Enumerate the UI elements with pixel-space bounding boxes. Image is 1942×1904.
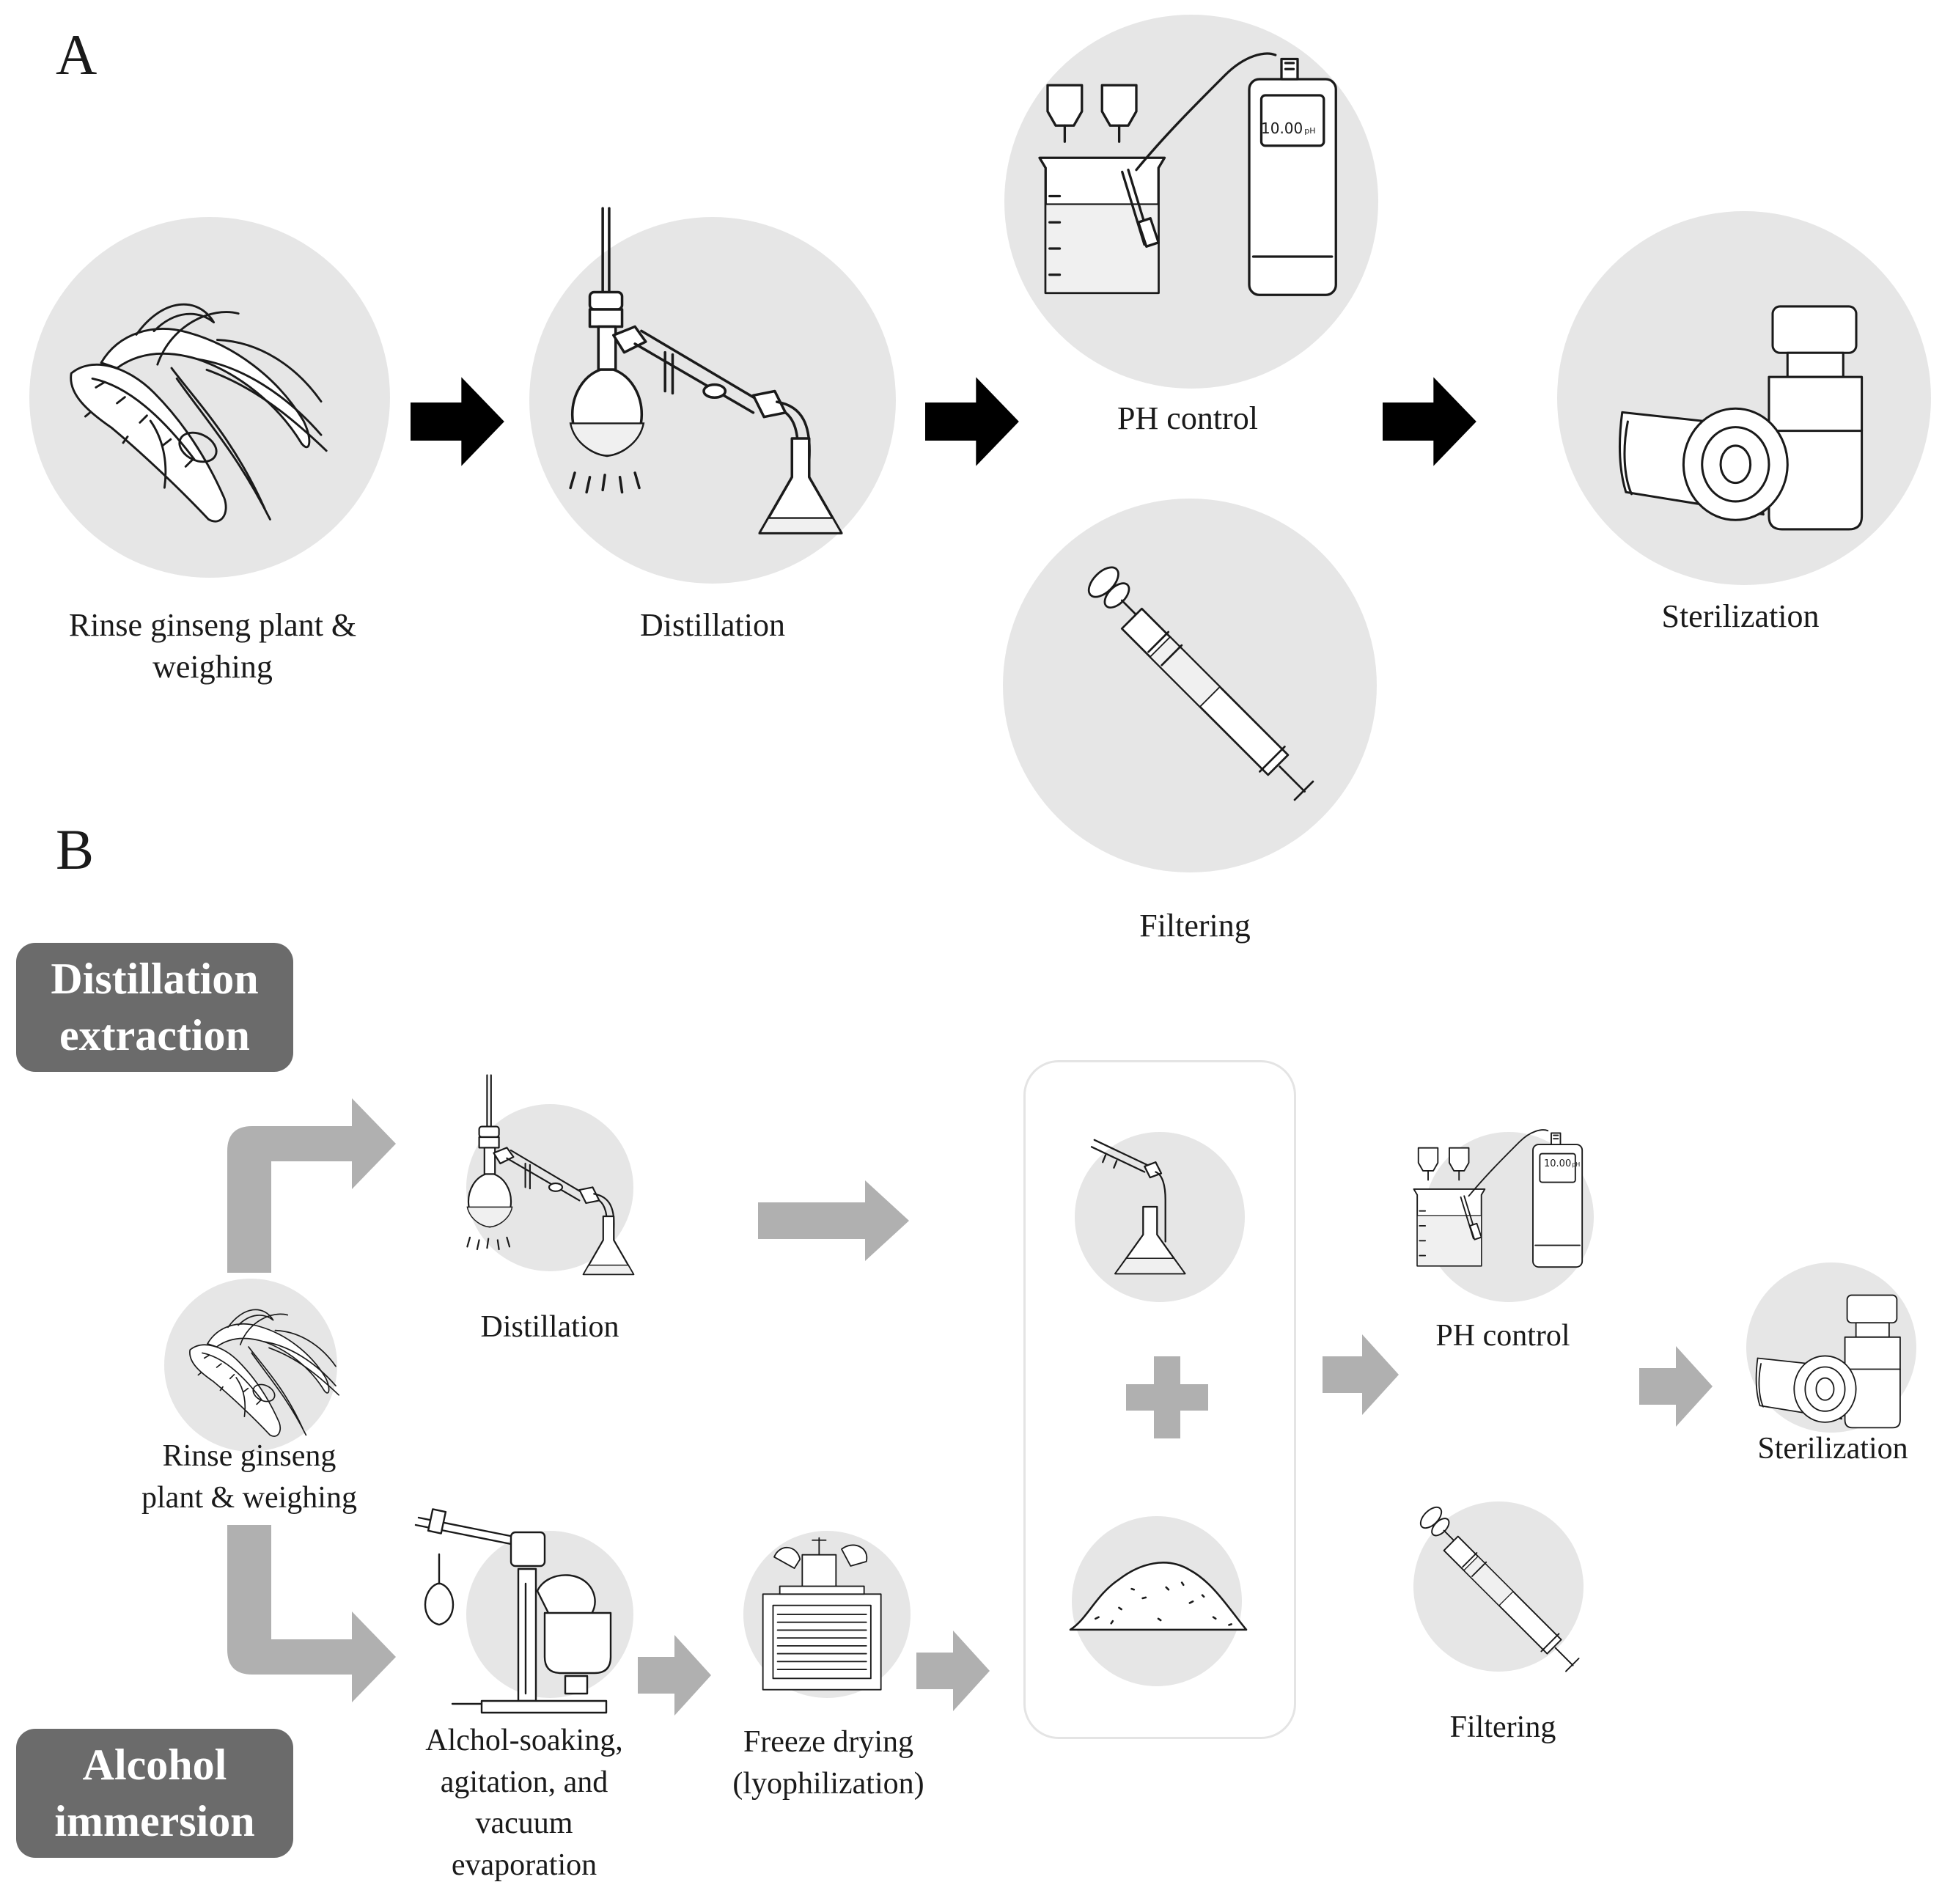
vial-icon [1748, 1292, 1913, 1436]
sterilization-disc [1557, 211, 1931, 585]
panel-b-letter: B [56, 817, 95, 881]
rotary-evaporator-icon [405, 1503, 632, 1723]
freeze-drying-caption: Freeze drying (lyophilization) [732, 1725, 924, 1801]
ph-meter-reading-b: 10.00pH [1544, 1158, 1581, 1169]
ph-control-caption-b: PH control [1435, 1319, 1570, 1353]
branch-arrow-down [227, 1525, 396, 1702]
distillation-caption: Distillation [640, 607, 785, 643]
distillation-apparatus-icon [450, 1070, 648, 1283]
alcohol-soaking-caption: Alchol-soaking, agitation, and vacuum ev… [425, 1724, 623, 1883]
flow-arrow [411, 374, 506, 469]
distillation-apparatus-icon [542, 183, 865, 565]
distillation-caption-b: Distillation [480, 1310, 619, 1344]
vial-icon [1606, 286, 1884, 557]
syringe-filter-icon [1393, 1500, 1598, 1676]
panel-a-letter: A [56, 23, 98, 87]
branch-arrow-up [227, 1098, 396, 1273]
filtering-caption-b: Filtering [1449, 1710, 1556, 1744]
flow-arrow [638, 1635, 711, 1716]
flow-arrow [1383, 374, 1478, 469]
collection-flask-icon [1078, 1119, 1217, 1295]
sterilization-caption-b: Sterilization [1757, 1432, 1908, 1466]
freeze-dryer-icon [740, 1518, 909, 1716]
ph-meter-icon [1023, 29, 1346, 323]
ginseng-root-icon [154, 1290, 374, 1444]
ginseng-root-icon [15, 271, 381, 535]
ph-meter-icon [1405, 1107, 1588, 1292]
flow-arrow [1639, 1346, 1713, 1427]
rinse-caption: Rinse ginseng plant & weighing [68, 607, 357, 685]
syringe-filter-icon [1041, 557, 1349, 806]
alcohol-immersion-tag: Alcohol immersion [16, 1729, 293, 1858]
filtering-caption: Filtering [1139, 908, 1251, 944]
rinse-caption-b: Rinse ginseng plant & weighing [141, 1439, 357, 1515]
flow-arrow [758, 1180, 909, 1261]
distillation-extraction-tag: Distillation extraction [16, 943, 293, 1072]
ph-control-caption: PH control [1117, 400, 1258, 436]
sterilization-caption: Sterilization [1661, 598, 1820, 634]
flow-arrow [1323, 1334, 1399, 1415]
flow-arrow [916, 1631, 990, 1711]
powder-pile-icon [1062, 1532, 1255, 1642]
plus-icon [1126, 1356, 1208, 1438]
